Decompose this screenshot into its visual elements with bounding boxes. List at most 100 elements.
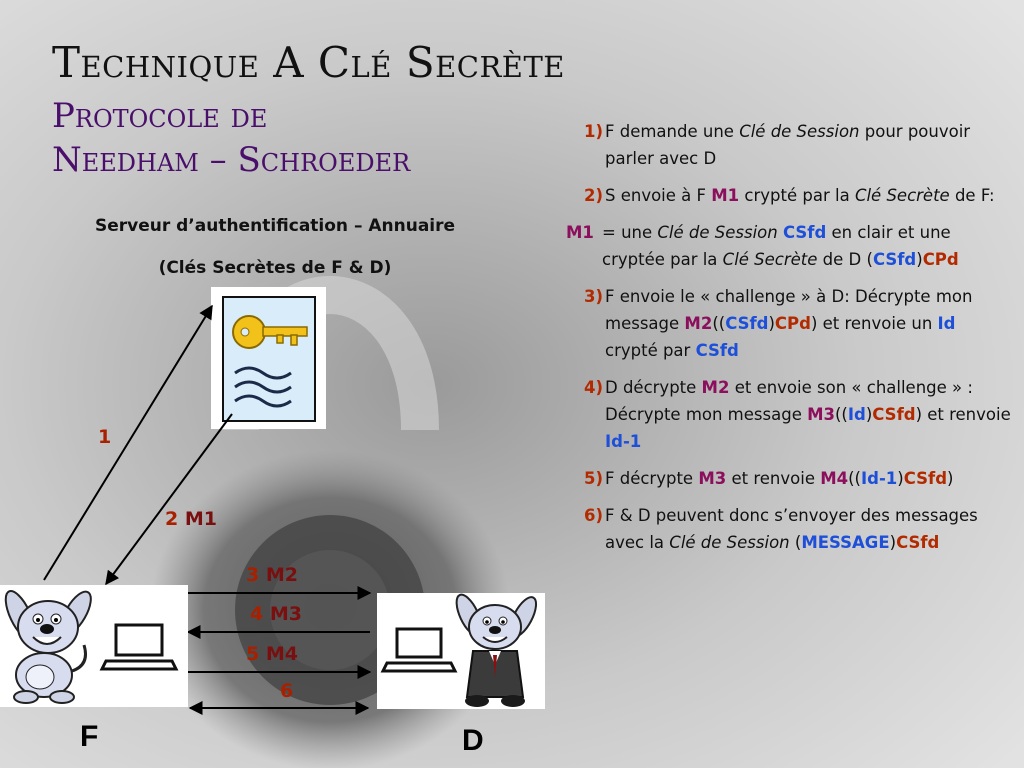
arrow-3-number: 3	[246, 564, 260, 586]
step-text: F décrypte M3 et renvoie M4((Id-1)CSfd)	[603, 465, 1012, 492]
step-text-segment: )	[889, 533, 897, 552]
step-text-segment: crypté par la	[739, 186, 855, 205]
key-document-icon	[222, 296, 316, 422]
step-text-segment: en clair et une cryptée par la	[602, 223, 951, 269]
laptop-icon	[380, 627, 458, 673]
step-text-segment: CSfd	[872, 405, 916, 424]
step-number: 5)	[583, 469, 603, 488]
arrow-3-message: M2	[265, 564, 298, 586]
step-text-segment: )	[897, 469, 904, 488]
arrow-5-message: M4	[265, 643, 298, 665]
step-text-segment: Clé de Session	[739, 122, 860, 141]
arrow-2-m1	[105, 413, 233, 586]
step-text-segment: M4	[820, 469, 849, 488]
protocol-step: 5)F décrypte M3 et renvoie M4((Id-1)CSfd…	[566, 465, 1012, 492]
step-text-segment: CSfd	[725, 314, 769, 333]
step-text-segment: CSfd	[903, 469, 948, 488]
step-text-segment: F envoie le « challenge » à D: Décrypte …	[605, 287, 973, 333]
protocol-step: 6)F & D peuvent donc s’envoyer des messa…	[566, 502, 1012, 556]
step-text-segment: CSfd	[896, 533, 940, 552]
step-number: 4)	[583, 378, 603, 397]
step-text-segment: ) et renvoie un	[810, 314, 938, 333]
protocol-steps-list: 1)F demande une Clé de Session pour pouv…	[566, 118, 1012, 566]
arrow-2-message: M1	[184, 508, 217, 530]
step-text-segment: de D (	[817, 250, 873, 269]
dog-mascot-icon	[4, 590, 179, 704]
party-d-box	[377, 593, 545, 709]
step-number: 2)	[583, 186, 603, 205]
protocol-step: 1)F demande une Clé de Session pour pouv…	[566, 118, 1012, 172]
step-text-segment: ((	[848, 469, 861, 488]
step-number: M1	[566, 223, 594, 242]
arrow-2-number: 2	[165, 508, 179, 530]
step-text-segment: CSfd	[782, 223, 827, 242]
slide-title: Technique A Clé Secrète	[52, 38, 565, 87]
step-text-segment: Clé Secrète	[722, 250, 818, 269]
step-text-segment: )	[947, 469, 954, 488]
step-text: S envoie à F M1 crypté par la Clé Secrèt…	[603, 182, 1012, 209]
step-text-segment: et envoie son « challenge » : Décrypte m…	[605, 378, 973, 424]
step-text-segment: M2	[684, 314, 713, 333]
step-text-segment: ((	[712, 314, 726, 333]
step-text-segment: Clé de Session	[669, 533, 790, 552]
step-text: F & D peuvent donc s’envoyer des message…	[603, 502, 1012, 556]
step-text: D décrypte M2 et envoie son « challenge …	[603, 374, 1012, 455]
slide-subtitle-line1: Protocole de	[52, 96, 268, 136]
step-text-segment: (	[789, 533, 802, 552]
step-text-segment: D décrypte	[605, 378, 702, 397]
step-text-segment: ((	[835, 405, 848, 424]
arrow-5-label: 5 M4	[246, 643, 298, 665]
step-text-segment: = une	[602, 223, 658, 242]
step-text-segment: Id-1	[861, 469, 898, 488]
arrow-1-request	[43, 304, 213, 581]
step-number: 1)	[583, 122, 603, 141]
protocol-step: 3)F envoie le « challenge » à D: Décrypt…	[566, 283, 1012, 364]
step-text-segment: pour pouvoir parler avec D	[605, 122, 971, 168]
arrow-4-number: 4	[250, 603, 264, 625]
step-text-segment: Id	[847, 405, 866, 424]
arrow-4-label: 4 M3	[250, 603, 302, 625]
arrow-5-number: 5	[246, 643, 260, 665]
party-d-label: D	[462, 724, 484, 757]
step-text-segment: F & D peuvent donc s’envoyer des message…	[605, 506, 978, 552]
step-text-segment: CPd	[774, 314, 811, 333]
server-label: Serveur d’authentification – Annuaire	[94, 216, 456, 236]
step-text-segment: Clé Secrète	[854, 186, 950, 205]
step-text: = une Clé de Session CSfd en clair et un…	[600, 219, 1012, 273]
step-text-segment: F décrypte	[605, 469, 699, 488]
step-text: F envoie le « challenge » à D: Décrypte …	[603, 283, 1012, 364]
laptop-icon	[99, 623, 179, 671]
step-text-segment: M3	[698, 469, 727, 488]
step-text-segment: )	[916, 250, 923, 269]
step-text-segment: de F:	[949, 186, 995, 205]
step-text-segment: )	[768, 314, 775, 333]
step-text-segment: et renvoie	[726, 469, 821, 488]
arrow-1-label: 1	[98, 426, 112, 448]
step-text-segment: )	[865, 405, 873, 424]
arrow-3-label: 3 M2	[246, 564, 298, 586]
protocol-step: M1 = une Clé de Session CSfd en clair et…	[566, 219, 1012, 273]
step-text-segment: Id-1	[605, 432, 642, 451]
party-f-box	[0, 585, 188, 707]
step-text-segment: F demande une	[605, 122, 740, 141]
step-text-segment: CSfd	[872, 250, 917, 269]
step-text-segment: M1	[711, 186, 740, 205]
step-text: F demande une Clé de Session pour pouvoi…	[603, 118, 1012, 172]
server-directory-card	[211, 287, 326, 429]
step-text-segment: S envoie à F	[605, 186, 712, 205]
arrow-2-label: 2 M1	[165, 508, 217, 530]
step-text-segment: M2	[701, 378, 730, 397]
step-text-segment: ) et renvoie	[915, 405, 1011, 424]
protocol-step: 4)D décrypte M2 et envoie son « challeng…	[566, 374, 1012, 455]
step-text-segment: crypté par	[605, 341, 696, 360]
step-number: 6)	[583, 506, 603, 525]
protocol-step: 2)S envoie à F M1 crypté par la Clé Secr…	[566, 182, 1012, 209]
slide-subtitle-line2: Needham – Schroeder	[52, 140, 411, 180]
server-keys-label: (Clés Secrètes de F & D)	[158, 258, 392, 278]
arrow-6-label: 6	[280, 680, 294, 702]
arrow-4-message: M3	[269, 603, 302, 625]
protocol-arrows	[43, 304, 372, 715]
party-f-label: F	[80, 720, 99, 753]
step-text-segment: Id	[937, 314, 956, 333]
step-text-segment: Clé de Session	[657, 223, 778, 242]
